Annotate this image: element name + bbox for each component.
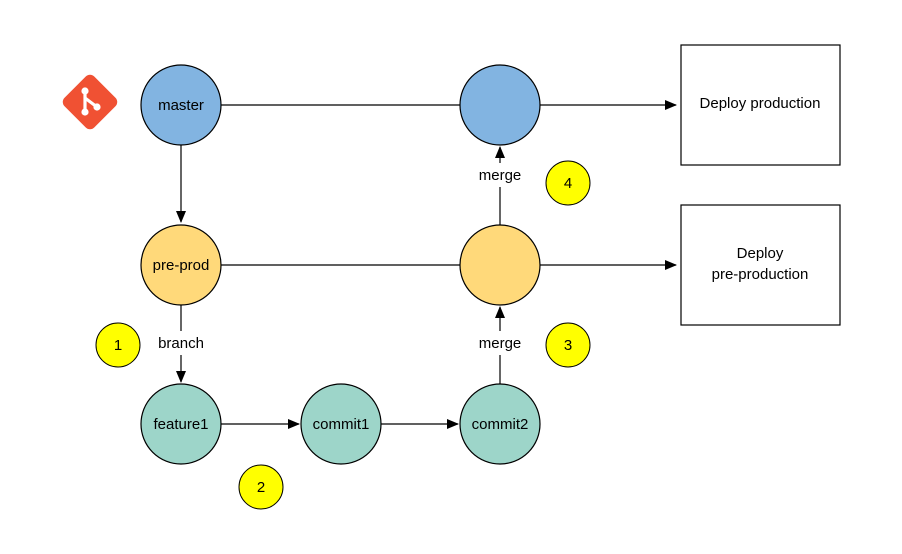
node-master: master <box>140 64 222 146</box>
box-deploy-preproduction-label-line2: pre-production <box>712 266 809 283</box>
node-preprod: pre-prod <box>140 224 222 306</box>
node-master-label: master <box>158 97 204 114</box>
svg-text:1: 1 <box>114 337 122 354</box>
svg-text:2: 2 <box>257 479 265 496</box>
node-feature1-label: feature1 <box>153 416 208 433</box>
step-badge-2: 2 <box>238 464 284 510</box>
edge-label-merge-master: merge <box>479 167 522 184</box>
step-badge-4: 4 <box>545 160 591 206</box>
svg-text:4: 4 <box>564 175 572 192</box>
box-deploy-preproduction: Deploy pre-production <box>680 204 841 326</box>
node-master-merged <box>459 64 541 146</box>
step-badge-3: 3 <box>545 322 591 368</box>
box-deploy-production: Deploy production <box>680 44 841 166</box>
node-preprod-merged <box>459 224 541 306</box>
box-deploy-preproduction-label-line1: Deploy <box>737 245 784 262</box>
edge-label-branch: branch <box>158 335 204 352</box>
step-badge-1: 1 <box>95 322 141 368</box>
node-commit1: commit1 <box>300 383 382 465</box>
node-feature1: feature1 <box>140 383 222 465</box>
box-deploy-production-label: Deploy production <box>700 95 821 112</box>
svg-text:3: 3 <box>564 337 572 354</box>
node-commit2: commit2 <box>459 383 541 465</box>
node-commit1-label: commit1 <box>313 416 370 433</box>
edge-label-merge-preprod: merge <box>479 335 522 352</box>
node-commit2-label: commit2 <box>472 416 529 433</box>
node-preprod-label: pre-prod <box>153 257 210 274</box>
git-icon <box>62 74 118 130</box>
